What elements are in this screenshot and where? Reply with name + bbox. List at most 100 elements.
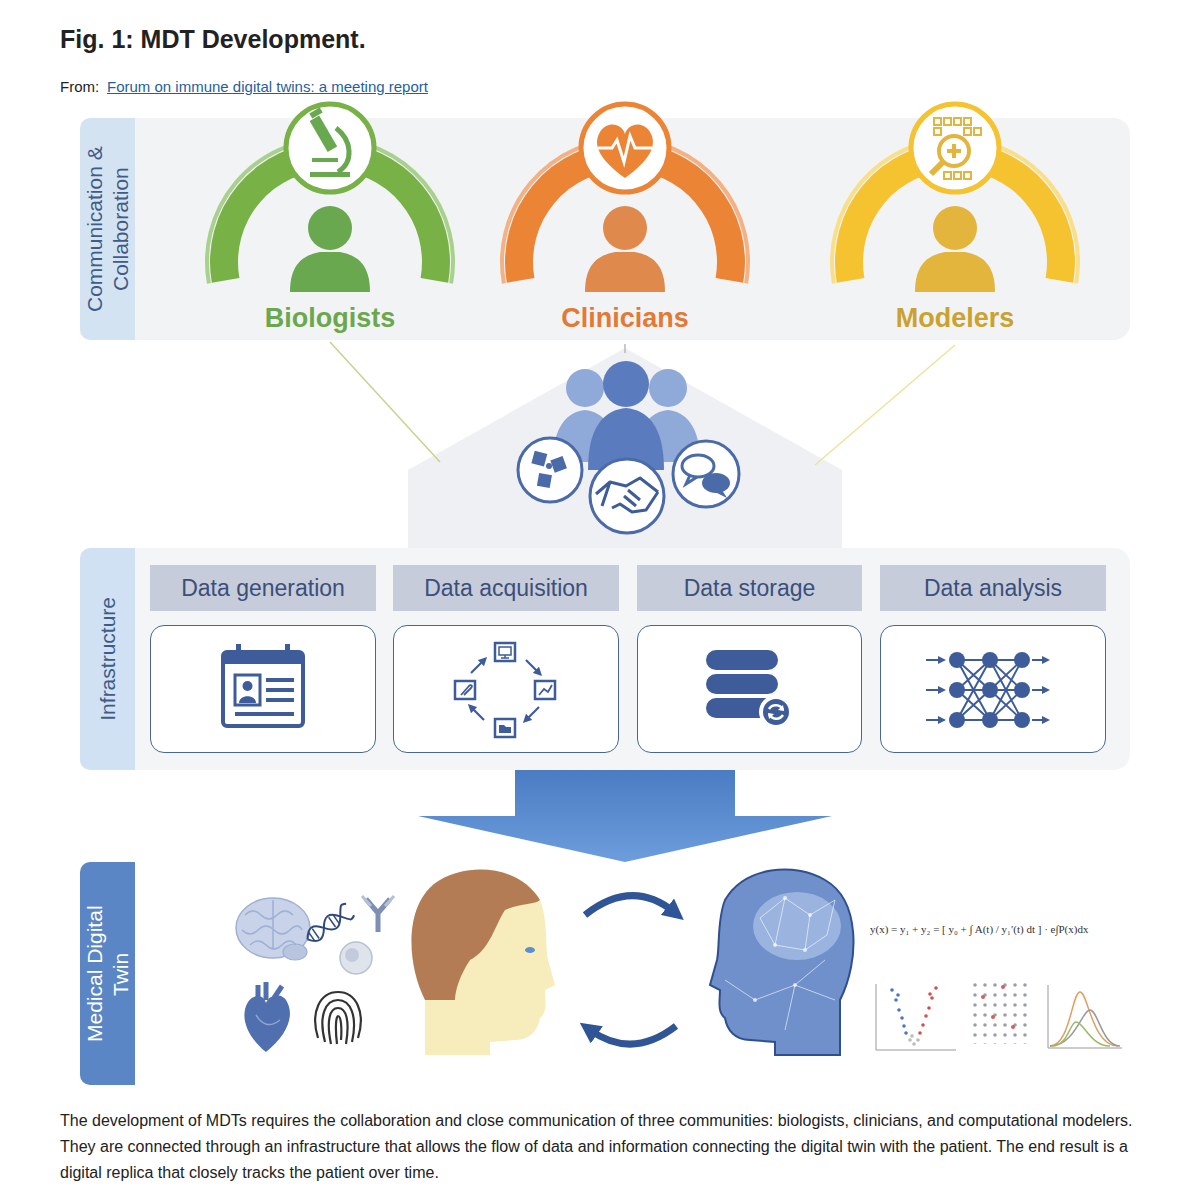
organ-icons xyxy=(303,902,355,945)
collaboration-backdrop xyxy=(330,342,955,548)
digital-head xyxy=(803,948,807,952)
section-band: Communication & CollaborationBiologists C… xyxy=(80,118,1130,340)
patient-head xyxy=(411,869,555,1055)
digital-head xyxy=(753,998,757,1002)
equation-label: y(x) = y₁ + y₂ = [ y₀ + ∫ A(t) / y₁′(t) … xyxy=(870,923,1088,936)
organ-icons xyxy=(236,898,310,958)
team-icon xyxy=(518,361,739,533)
band-tab: Communication & Collaboration xyxy=(80,118,135,340)
digital-head xyxy=(753,892,841,960)
dot-grid xyxy=(1011,1025,1015,1029)
digital-head xyxy=(793,983,797,987)
source-prefix: From: xyxy=(60,78,99,96)
volcano-plot xyxy=(924,1014,928,1018)
cycle-arrows xyxy=(585,896,676,1044)
community-label-holder: Clinicians xyxy=(507,302,743,334)
organ-icons xyxy=(258,982,282,1000)
band-tab: Infrastructure xyxy=(80,548,135,770)
dot-grid xyxy=(991,1015,995,1019)
organ-icons xyxy=(242,900,302,950)
team-icon xyxy=(649,369,687,407)
cycle-arrows xyxy=(585,896,674,915)
icon-frame xyxy=(393,625,619,753)
section-band: Infrastructure Data generation Data acquis… xyxy=(80,548,1130,770)
volcano-plot xyxy=(908,1038,912,1042)
team-icon xyxy=(546,463,552,469)
organ-icons xyxy=(315,992,361,1044)
band-tab: Medical Digital Twin xyxy=(80,862,135,1085)
volcano-plot xyxy=(904,1031,908,1035)
patient-head xyxy=(525,947,535,953)
community-label-holder: Biologists xyxy=(212,302,448,334)
community-label-holder: Modelers xyxy=(837,302,1073,334)
volcano-plot xyxy=(930,996,934,1000)
biologist-figure xyxy=(309,107,322,118)
volcano-plot xyxy=(890,988,894,992)
team-icon xyxy=(566,369,604,407)
organ-icons xyxy=(362,896,394,906)
infra-header: Data generation xyxy=(150,565,376,611)
organ-icons xyxy=(308,914,339,941)
section-band: Medical Digital Twin xyxy=(80,862,1130,1085)
infrastructure-box: Data generation xyxy=(150,565,376,753)
organ-icons xyxy=(336,1016,341,1044)
volcano-plot xyxy=(918,1031,922,1035)
digital-head xyxy=(725,898,835,1030)
infrastructure-box: Data storage xyxy=(637,565,862,753)
community-figure: Clinicians xyxy=(507,100,743,340)
volcano-plot xyxy=(916,1038,920,1042)
icon-frame xyxy=(150,625,376,753)
organ-icons xyxy=(303,902,356,946)
flow-arrow xyxy=(418,770,832,862)
dot-grid xyxy=(968,982,1028,1044)
volcano-plot xyxy=(900,1016,904,1020)
infrastructure-box: Data analysis xyxy=(880,565,1106,753)
infra-header: Data acquisition xyxy=(393,565,619,611)
team-icon xyxy=(702,473,730,493)
community-figure: Modelers xyxy=(837,100,1073,340)
community-label: Modelers xyxy=(837,302,1073,334)
organ-icons xyxy=(366,899,390,932)
band-label: Infrastructure xyxy=(95,597,121,721)
volcano-plot xyxy=(908,1034,920,1046)
volcano-plot xyxy=(894,998,898,1002)
infra-heading: Data storage xyxy=(684,574,816,602)
organ-icons xyxy=(244,995,290,1052)
density-curves xyxy=(1052,1022,1110,1046)
volcano-plot xyxy=(902,1024,906,1028)
team-icon xyxy=(596,478,658,512)
team-icon xyxy=(636,410,700,462)
dot-grid xyxy=(1001,985,1005,989)
dot-grid xyxy=(968,982,1028,1044)
digital-head xyxy=(773,943,777,947)
team-icon xyxy=(588,408,664,470)
organ-icons xyxy=(315,992,361,1038)
volcano-plot xyxy=(890,988,908,1035)
digital-head xyxy=(710,869,854,1055)
figure-title: Fig. 1: MDT Development. xyxy=(60,24,1060,54)
community-figure: Biologists xyxy=(212,100,448,340)
volcano-plot xyxy=(876,984,956,1050)
icon-frame xyxy=(637,625,862,753)
team-icon xyxy=(590,459,664,533)
infra-header: Data analysis xyxy=(880,565,1106,611)
organ-icons xyxy=(340,942,372,974)
digital-head xyxy=(783,896,787,900)
figure-caption: The development of MDTs requires the col… xyxy=(60,1108,1138,1186)
volcano-plot xyxy=(910,1034,914,1038)
patient-head xyxy=(411,869,555,1055)
digital-head xyxy=(808,913,812,917)
team-icon xyxy=(686,475,697,484)
organ-icons xyxy=(322,1000,354,1042)
volcano-plot xyxy=(927,1006,931,1010)
volcano-plot xyxy=(921,1023,925,1027)
density-curves xyxy=(1050,1010,1120,1046)
volcano-plot xyxy=(928,992,932,996)
team-icon xyxy=(603,361,649,407)
organ-icons xyxy=(256,1015,280,1025)
density-curves xyxy=(1050,992,1118,1046)
patient-head xyxy=(411,869,540,1000)
team-icon xyxy=(682,455,714,477)
infra-heading: Data analysis xyxy=(924,574,1062,602)
